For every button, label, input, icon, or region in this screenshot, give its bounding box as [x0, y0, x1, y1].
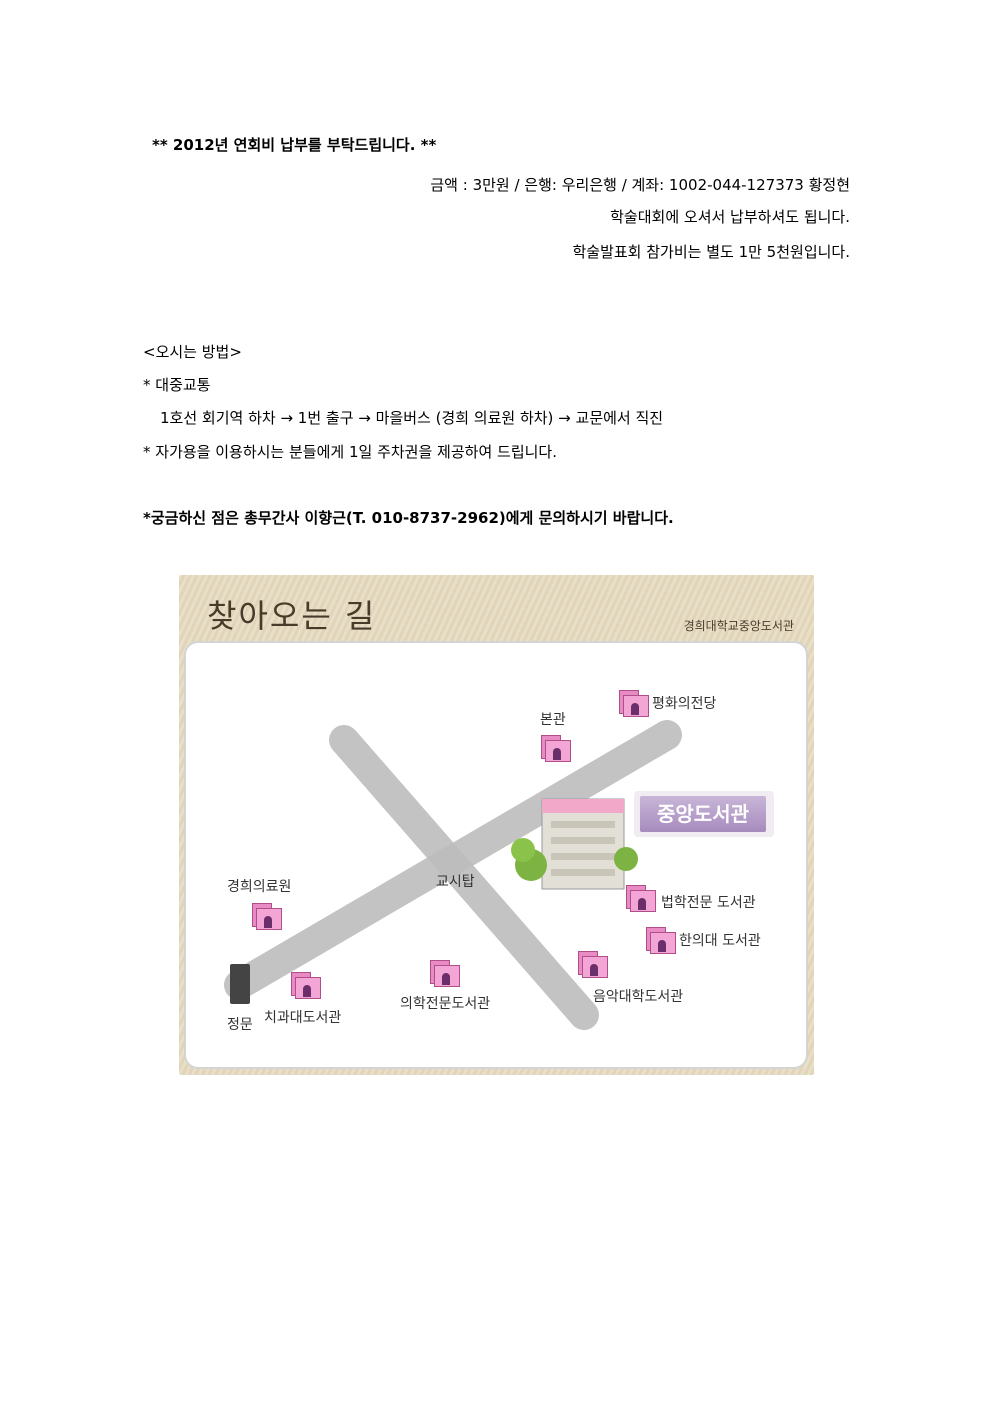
- building-icon: [291, 972, 321, 1000]
- presentation-fee-note: 학술발표회 참가비는 별도 1만 5천원입니다.: [572, 243, 850, 261]
- central-library-badge: 중앙도서관: [634, 791, 774, 837]
- central-library-label: 중앙도서관: [640, 796, 766, 832]
- contact-info: *궁금하신 점은 총무간사 이향근(T. 010-8737-2962)에게 문의…: [143, 509, 674, 527]
- label-peace-hall: 평화의전당: [652, 696, 717, 712]
- map-title: 찾아오는 길: [207, 597, 377, 635]
- building-icon: [252, 903, 282, 931]
- label-clock-tower: 교시탑: [436, 874, 475, 890]
- fee-heading: ** 2012년 연회비 납부를 부탁드립니다. **: [152, 136, 437, 154]
- building-icon: [646, 927, 676, 955]
- label-main-gate: 정문: [227, 1017, 253, 1033]
- building-icon: [619, 690, 649, 718]
- directions-title: <오시는 방법>: [143, 343, 242, 361]
- road-lines: [224, 720, 682, 1030]
- label-medical-library: 의학전문도서관: [400, 996, 491, 1012]
- label-main-hall: 본관: [540, 712, 566, 728]
- public-transit-label: * 대중교통: [143, 376, 211, 394]
- label-oriental-medicine-library: 한의대 도서관: [679, 933, 761, 949]
- payment-info: 금액 : 3만원 / 은행: 우리은행 / 계좌: 1002-044-12737…: [430, 176, 850, 194]
- parking-note: * 자가용을 이용하시는 분들에게 1일 주차권을 제공하여 드립니다.: [143, 443, 557, 461]
- building-icon: [626, 885, 656, 913]
- label-medical-center: 경희의료원: [227, 879, 292, 895]
- map-panel: [184, 641, 808, 1069]
- map-subtitle: 경희대학교중앙도서관: [683, 619, 794, 633]
- campus-map: 찾아오는 길 경희대학교중앙도서관 중앙도서관 평화의전당 본관 교시탑 경희의…: [179, 575, 814, 1075]
- label-law-library: 법학전문 도서관: [661, 895, 756, 911]
- building-icon: [541, 735, 571, 763]
- building-icon: [578, 951, 608, 979]
- label-music-library: 음악대학도서관: [593, 989, 684, 1005]
- label-dental-library: 치과대도서관: [264, 1010, 342, 1026]
- transit-route: 1호선 회기역 하차 → 1번 출구 → 마을버스 (경희 의료원 하차) → …: [160, 409, 664, 427]
- building-icon: [430, 960, 460, 988]
- pay-on-site-note: 학술대회에 오셔서 납부하셔도 됩니다.: [610, 208, 850, 226]
